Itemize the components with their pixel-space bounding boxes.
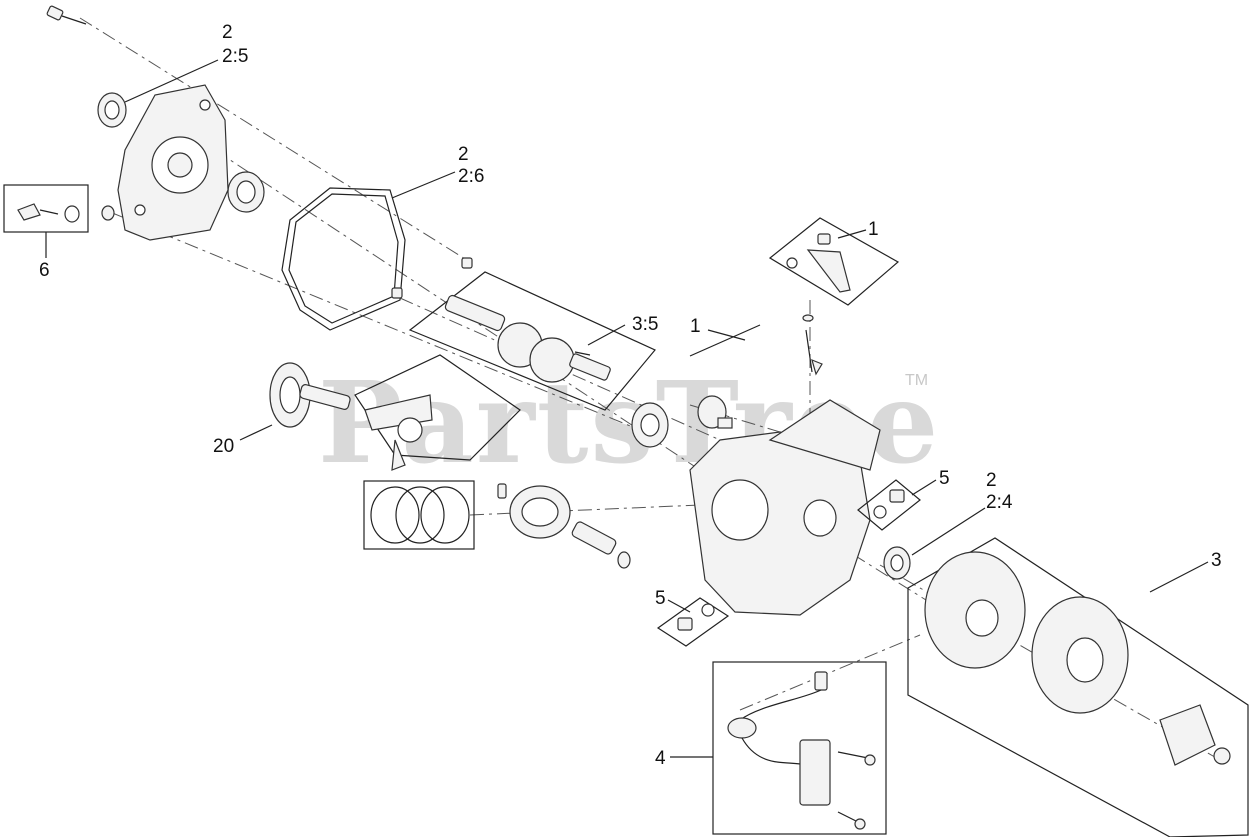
callout-1-governor-arm: 1 [868, 219, 879, 240]
connecting-rod-box[interactable] [354, 354, 521, 471]
governor-gear[interactable] [697, 395, 733, 429]
callout-3: 3 [1211, 550, 1222, 571]
crankcase-cover[interactable] [117, 84, 229, 241]
drain-plug-box[interactable] [3, 184, 115, 233]
crankshaft-box[interactable] [408, 271, 656, 411]
callout-4: 4 [655, 748, 666, 769]
piston-rings-box[interactable] [363, 480, 475, 550]
ball-bearing-right[interactable] [631, 402, 669, 448]
valve-cover-bolt-box-left[interactable] [656, 597, 730, 647]
ball-bearing-left[interactable] [227, 171, 265, 213]
callout-5-left: 5 [655, 588, 666, 609]
callout-5-right: 5 [939, 468, 950, 489]
callout-3-5: 3:5 [632, 314, 658, 335]
governor-arm-box[interactable] [768, 217, 900, 306]
callout-20: 20 [213, 436, 234, 457]
valve-cover-bolt-box-right[interactable] [857, 479, 921, 531]
piston[interactable] [497, 483, 631, 569]
camshaft-gear[interactable] [269, 362, 351, 428]
callout-2-gasket: 2 [458, 144, 469, 165]
callout-2-6: 2:6 [458, 166, 484, 187]
callout-2-top: 2 [222, 22, 233, 43]
callout-2-4: 2:4 [986, 492, 1013, 513]
callout-6: 6 [39, 260, 50, 281]
governor-linkage[interactable] [689, 314, 823, 376]
callout-1-governor-rod: 1 [690, 316, 701, 337]
crankcase-bolt[interactable] [46, 5, 87, 25]
leader-lines [124, 59, 1209, 758]
dowel-pins[interactable] [391, 257, 473, 299]
ignition-coil-box[interactable] [712, 661, 887, 835]
callout-2-5: 2:5 [222, 46, 248, 67]
engine-block[interactable] [689, 399, 881, 616]
oil-seal-right[interactable] [883, 546, 911, 580]
callout-2-seal: 2 [986, 470, 997, 491]
flywheel-box[interactable] [907, 537, 1249, 837]
oil-seal-top[interactable] [97, 92, 127, 128]
watermark-tm: TM [905, 372, 928, 389]
